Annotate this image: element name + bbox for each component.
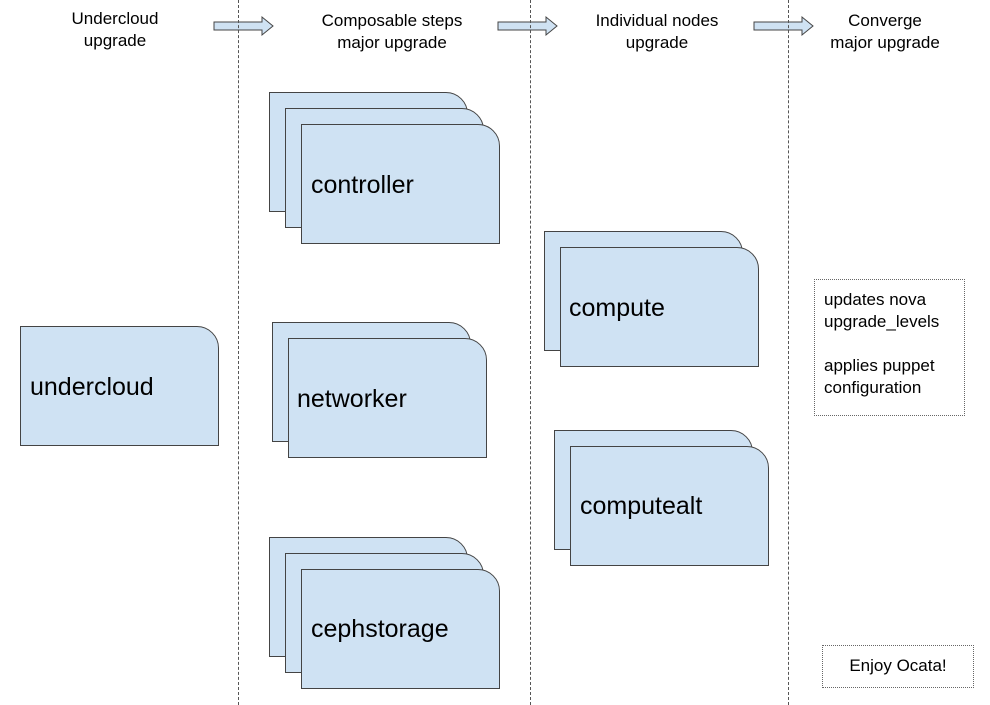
flow-arrow-3 (753, 15, 814, 37)
controller-node-label: controller (311, 171, 414, 199)
note-line-updates-nova: updates nova (824, 290, 927, 309)
column-divider-3 (788, 0, 789, 705)
header-individual-nodes: Individual nodes upgrade (595, 11, 719, 52)
flow-arrow-1 (213, 15, 274, 37)
computealt-card-front (570, 446, 769, 566)
header-composable-steps: Composable steps major upgrade (321, 11, 463, 52)
undercloud-node-card (20, 326, 219, 446)
header-undercloud-upgrade: Undercloud upgrade (71, 9, 159, 50)
column-divider-1 (238, 0, 239, 705)
enjoy-ocata-box: Enjoy Ocata! (822, 645, 974, 688)
compute-card-front (560, 247, 759, 367)
undercloud-node-label: undercloud (30, 373, 154, 401)
header-converge: Converge major upgrade (830, 11, 940, 52)
flow-arrow-2 (497, 15, 558, 37)
cephstorage-card-front (301, 569, 500, 689)
cephstorage-node-label: cephstorage (311, 615, 449, 643)
networker-card-front (288, 338, 487, 458)
computealt-node-label: computealt (580, 492, 703, 520)
note-line-applies-puppet: applies puppet (824, 356, 935, 375)
note-line-upgrade-levels: upgrade_levels (824, 312, 940, 331)
converge-notes-box: updates nova upgrade_levels applies pupp… (814, 279, 965, 416)
controller-card-front (301, 124, 500, 244)
note-line-configuration: configuration (824, 378, 922, 397)
compute-node-label: compute (569, 294, 665, 322)
networker-node-label: networker (297, 385, 407, 413)
column-divider-2 (530, 0, 531, 705)
